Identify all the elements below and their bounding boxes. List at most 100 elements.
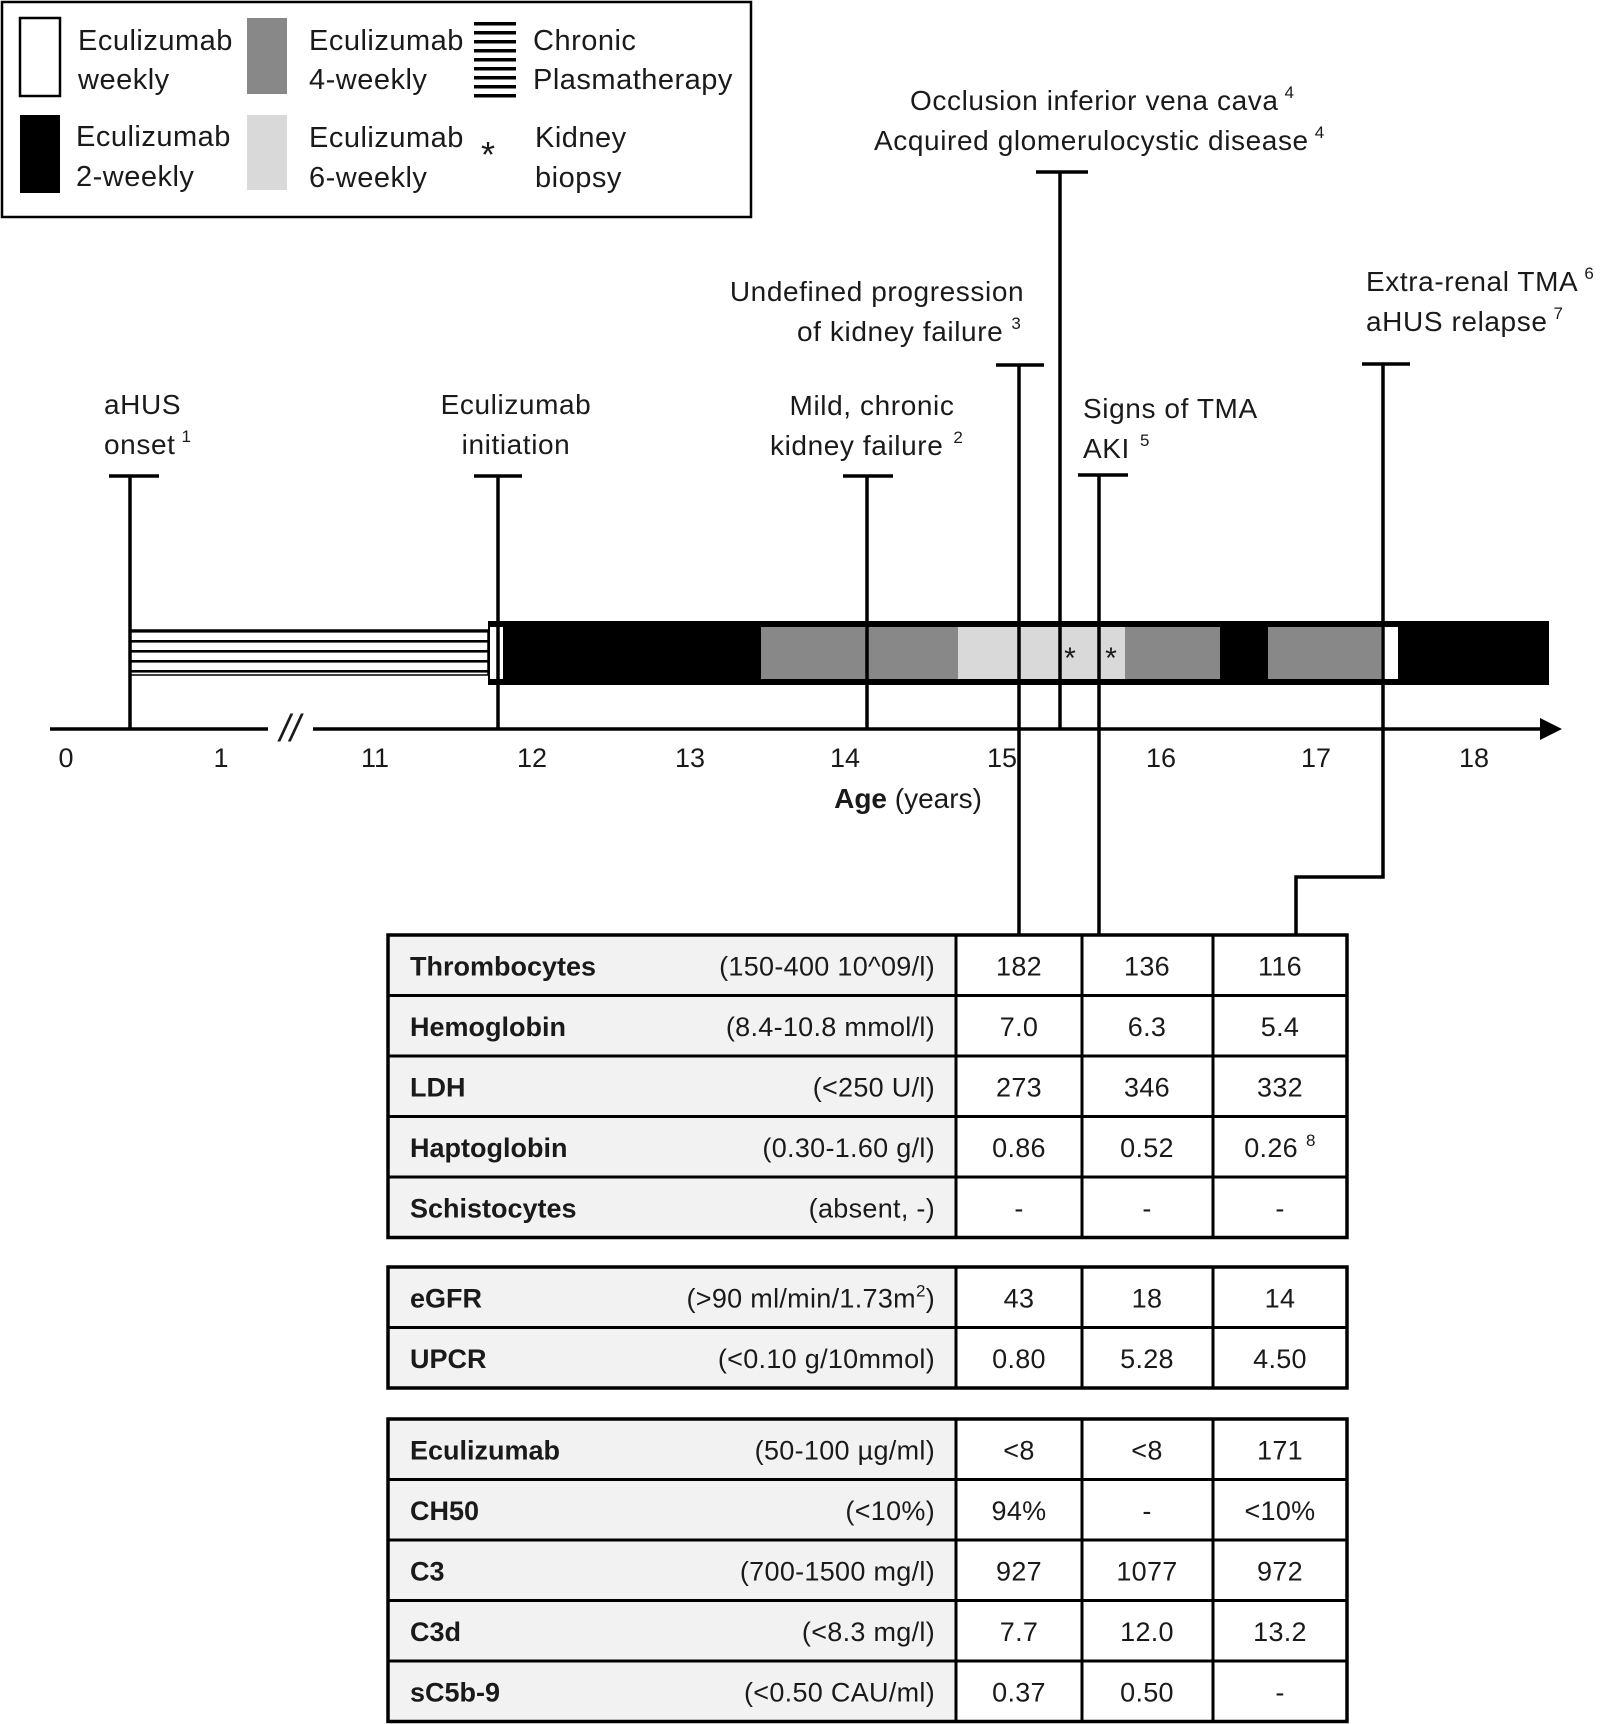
segment-chronic-plasmatherapy [130,630,488,675]
value-cell-background [956,1540,1347,1601]
reference-range: (>90 ml/min/1.73m2) [687,1281,936,1313]
event-label: aHUS relapse [1366,306,1548,337]
parameter-name: sC5b-9 [410,1677,500,1707]
label-cell-background [388,1419,956,1480]
value-cell-background [956,1177,1347,1238]
svg-text:Acquired glomerulocystic disea: Acquired glomerulocystic disease 4 [874,123,1325,156]
event-eculizumab-initiation: Eculizumab initiation [441,389,592,460]
svg-text:Eculizumab: Eculizumab [78,25,233,57]
legend-item-eculizumab-2-weekly: Eculizumab 2-weekly [20,115,231,193]
table-cell-value: 7.0 [1000,1012,1038,1042]
event-label: Acquired glomerulocystic disease [874,125,1309,156]
event-footnote: 2 [953,428,963,447]
axis-title: Age (years) [834,783,982,814]
legend-label: Chronic [533,25,636,57]
event-mild-chronic-kidney-failure: Mild, chronic kidney failure 2 [770,390,963,461]
reference-range: (<0.50 CAU/ml) [744,1677,935,1707]
event-label: initiation [462,429,571,460]
label-cell-background [388,1661,956,1722]
table-group-frame [386,1417,1349,1724]
event-label: kidney failure [770,430,943,461]
event-label: AKI [1083,433,1130,464]
reference-range: (700-1500 mg/l) [740,1556,935,1586]
parameter-name: Thrombocytes [410,951,596,981]
table-cell-value: 6.3 [1128,1012,1166,1042]
legend-swatch-hatched [474,22,516,98]
event-label: Eculizumab [441,389,592,420]
parameter-name: Haptoglobin [410,1133,567,1163]
table-cell-value: <8 [1131,1435,1162,1465]
legend-item-eculizumab-6-weekly: Eculizumab 6-weekly [247,115,463,194]
value-cell-background [956,1116,1347,1177]
svg-text:2-weekly: 2-weekly [76,161,194,193]
event-label: Mild, chronic [790,390,955,421]
table-cell-value: 43 [1004,1283,1035,1313]
legend-swatch-white [18,16,62,98]
event-label: Extra-renal TMA [1366,266,1578,297]
axis-tick-label: 11 [361,743,389,773]
event-line-mild-ckd [843,474,893,728]
svg-text:6-weekly: 6-weekly [309,162,427,194]
event-line-occlusion-ivc [1036,170,1088,729]
label-cell-background [388,1177,956,1238]
table-cell-value: 273 [996,1072,1042,1102]
legend-label: 2-weekly [76,161,194,193]
svg-text:Signs of TMA: Signs of TMA [1083,393,1258,424]
table-cell-value: 927 [996,1556,1042,1586]
treatment-bar: * * [129,621,1549,685]
event-footnote: 7 [1554,304,1564,323]
label-cell-background [388,1327,956,1388]
table-cell-value: 171 [1257,1435,1303,1465]
event-lines [109,170,1410,935]
svg-text:Undefined progression: Undefined progression [730,276,1024,307]
table-group-frame [386,933,1349,1240]
event-line-eculizumab-initiation [474,474,522,728]
table-cell-value: 0.50 [1120,1677,1174,1707]
table-cell-value: 972 [1257,1556,1303,1586]
segment-eculizumab-6-weekly [958,627,1125,679]
parameter-name: Eculizumab [410,1435,560,1465]
table-row: Schistocytes(absent, -)--- [388,1177,1347,1238]
table-group-frame [386,1265,1349,1390]
legend-label: Eculizumab [78,25,233,57]
table-cell-value: 0.37 [992,1677,1046,1707]
event-footnote: 4 [1315,123,1325,142]
table-cell-value: 18 [1132,1283,1163,1313]
table-cell-value: 94% [992,1496,1047,1526]
svg-text:Mild, chronic: Mild, chronic [790,390,955,421]
legend: Eculizumab weekly Eculizumab 4-weekly Ch… [0,0,753,219]
axis-tick-label: 18 [1459,743,1489,773]
table-cell-value: 7.7 [1000,1617,1038,1647]
label-cell-background [388,1540,956,1601]
segment-eculizumab-4-weekly [761,627,958,679]
svg-text:Eculizumab: Eculizumab [76,121,231,153]
axis-tick-label: 1 [213,743,228,773]
value-cell-background [956,1661,1347,1722]
axis-arrow-icon [1540,718,1562,740]
table-cell-value: - [1142,1193,1151,1223]
reference-range: (<250 U/l) [813,1072,935,1102]
parameter-name: C3d [410,1617,461,1647]
svg-text:Plasmatherapy: Plasmatherapy [533,64,733,96]
event-label: aHUS [104,389,181,420]
event-label: Signs of TMA [1083,393,1258,424]
event-line-extra-renal-tma [1294,362,1410,935]
event-footnote: 1 [182,427,192,446]
label-cell-background [388,935,956,996]
table-cell-value: 5.4 [1261,1012,1299,1042]
svg-text:weekly: weekly [77,64,170,96]
kidney-biopsy-marker: * [1064,642,1076,675]
axis-tick-label: 0 [58,743,73,773]
label-cell-background [388,995,956,1056]
